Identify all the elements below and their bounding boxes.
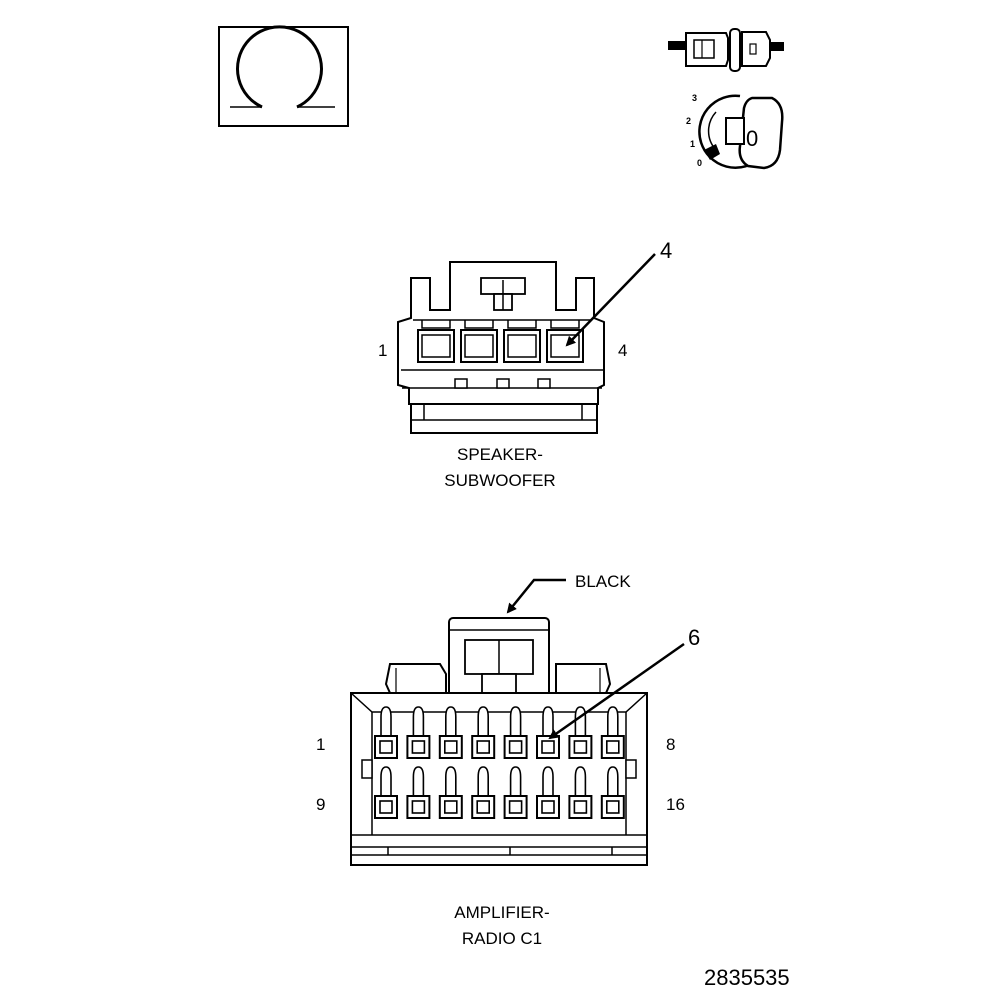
amplifier-cavity-9 (374, 766, 398, 819)
amplifier-cavity-3 (438, 706, 463, 759)
amplifier-color-label: BLACK (575, 572, 631, 591)
black-color-arrow (506, 578, 566, 614)
ohm-meter-icon (218, 25, 349, 127)
amplifier-cavity-11 (438, 766, 463, 819)
speaker-caption-line2: SUBWOOFER (444, 471, 555, 490)
amplifier-cavity-14 (536, 766, 560, 819)
speaker-callout-arrow (565, 253, 656, 347)
amplifier-caption-line2: RADIO C1 (462, 929, 542, 948)
speaker-pin-4-label: 4 (618, 341, 627, 360)
amplifier-cavity-8 (600, 706, 625, 759)
ignition-key-label: 0 (746, 126, 758, 151)
speaker-subwoofer-connector (397, 261, 605, 434)
ignition-position-3: 3 (692, 93, 697, 103)
speaker-caption-line1: SPEAKER- (457, 445, 543, 464)
amplifier-cavity-1 (374, 706, 398, 759)
speaker-cavity-1 (417, 320, 455, 363)
speaker-cavity-4 (546, 320, 584, 363)
amplifier-cavity-6 (536, 706, 560, 759)
amplifier-caption-line1: AMPLIFIER- (454, 903, 549, 922)
ignition-key-icon: 3 2 1 0 0 (686, 93, 784, 170)
amplifier-cavity-16 (600, 766, 625, 819)
amplifier-cavity-15 (568, 766, 593, 819)
amplifier-pin-16-label: 16 (666, 795, 685, 814)
amplifier-radio-c1-connector (350, 617, 648, 866)
speaker-cavity-3 (503, 320, 541, 363)
amplifier-cavity-4 (471, 706, 496, 759)
amplifier-cavity-7 (568, 706, 593, 759)
speaker-callout-label: 4 (660, 238, 672, 263)
amplifier-cavity-2 (406, 706, 431, 759)
speaker-pin-1-label: 1 (378, 341, 387, 360)
figure-id: 2835535 (704, 965, 790, 990)
ignition-position-2: 2 (686, 116, 691, 126)
amplifier-cavity-10 (406, 766, 431, 819)
ignition-position-1: 1 (690, 139, 695, 149)
speaker-cavity-2 (460, 320, 498, 363)
amplifier-pin-9-label: 9 (316, 795, 325, 814)
amplifier-cavity-12 (471, 766, 496, 819)
amplifier-pin-1-label: 1 (316, 735, 325, 754)
amplifier-callout-arrow (548, 642, 685, 740)
disconnected-connector-icon (668, 28, 784, 72)
amplifier-callout-label: 6 (688, 625, 700, 650)
amplifier-pin-8-label: 8 (666, 735, 675, 754)
amplifier-cavity-5 (503, 706, 528, 759)
ignition-position-0: 0 (697, 158, 702, 168)
amplifier-cavity-13 (503, 766, 528, 819)
